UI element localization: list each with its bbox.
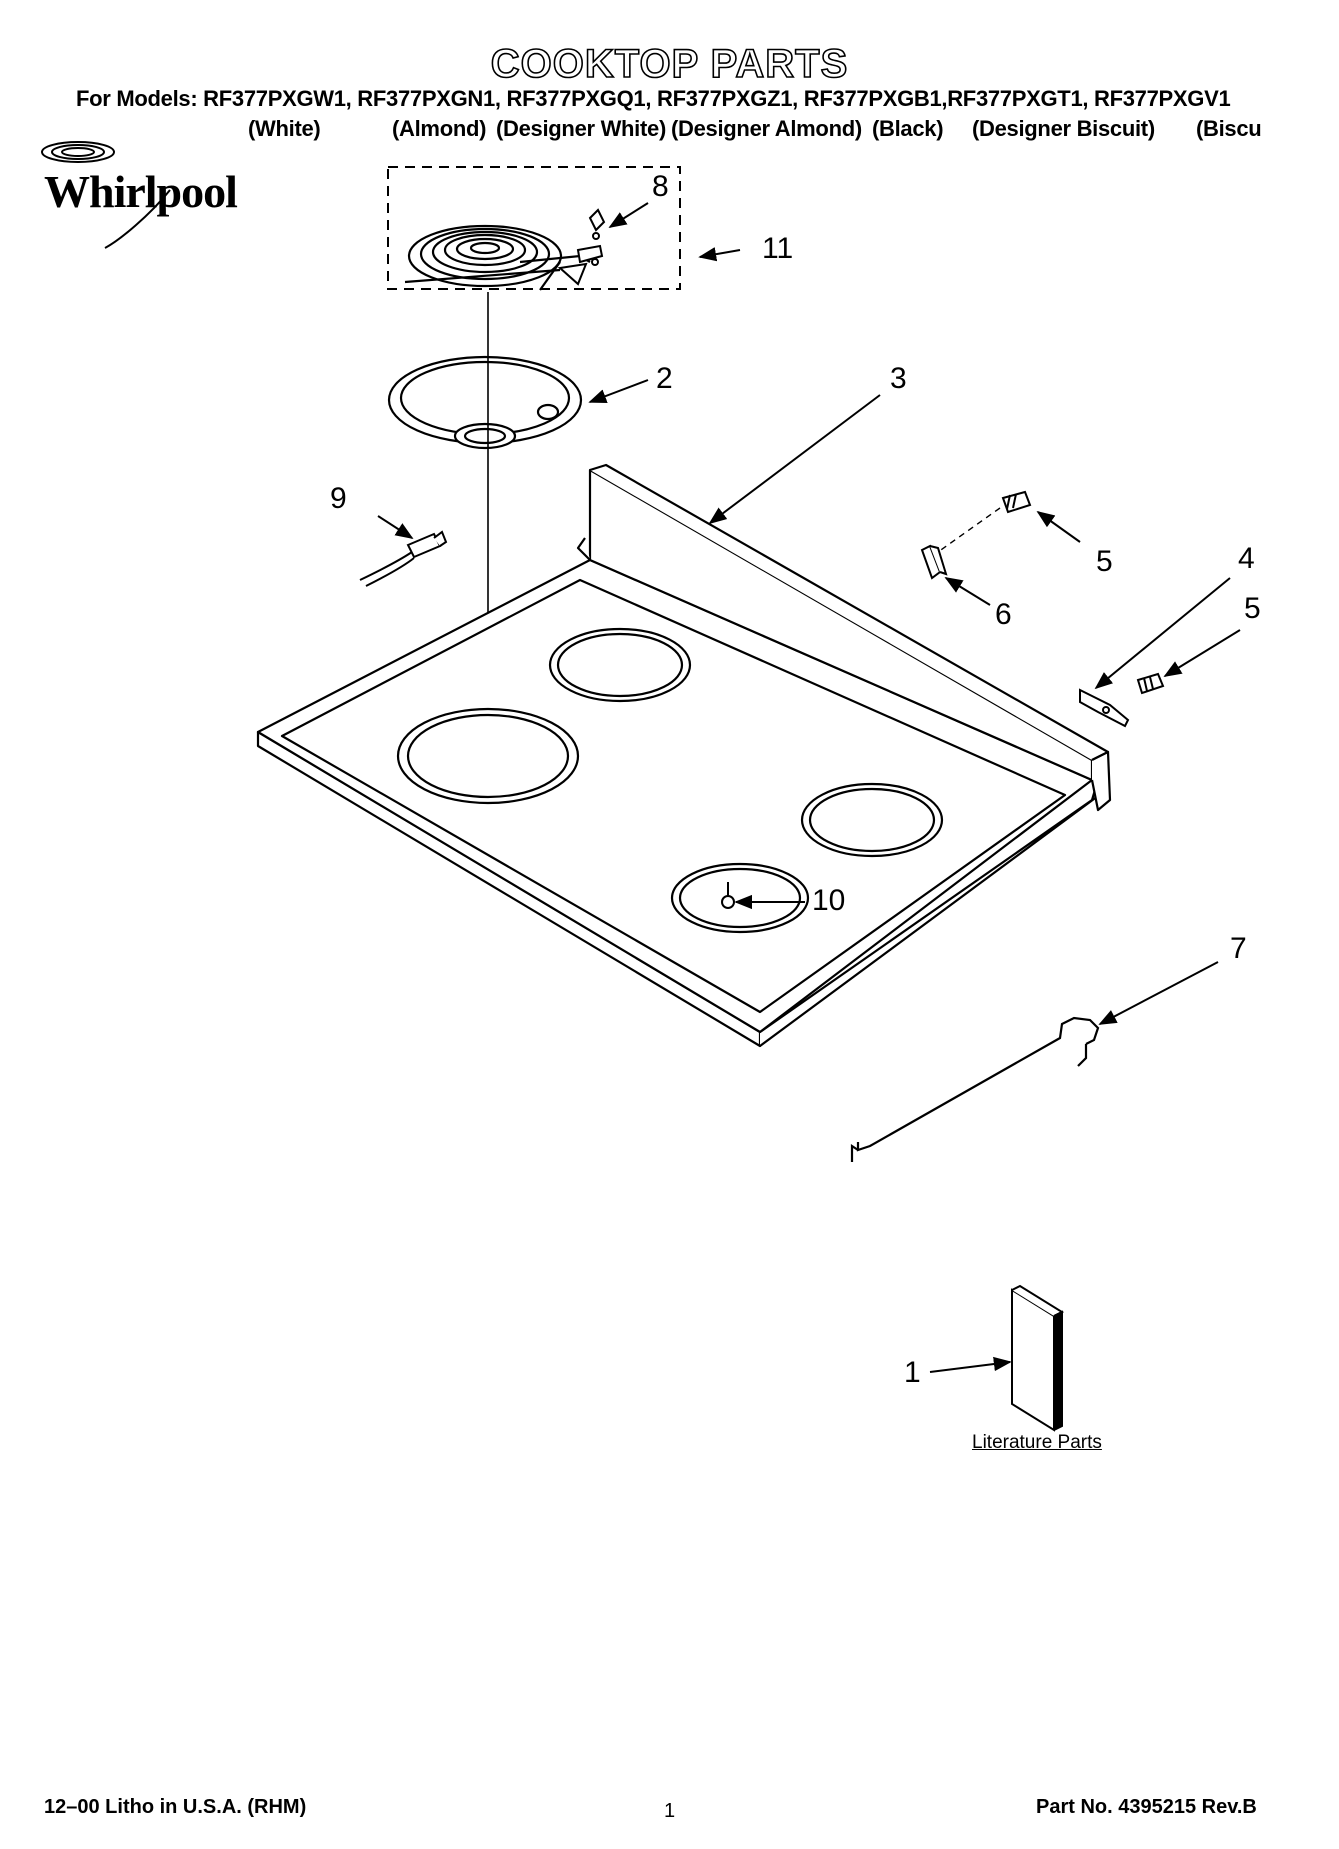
rod-part-7 xyxy=(850,1016,1100,1162)
color-white: (White) xyxy=(248,116,321,141)
callout-10: 10 xyxy=(812,884,846,917)
callout-4: 4 xyxy=(1238,542,1255,575)
screw-part-5-lower xyxy=(1136,672,1165,695)
color-biscuit: (Biscu xyxy=(1196,116,1262,141)
color-almond: (Almond) xyxy=(392,116,487,141)
surface-element xyxy=(404,224,591,291)
page-title: COOKTOP PARTS xyxy=(490,41,849,87)
brand-logo: Whirlpool xyxy=(44,166,238,217)
callout-9: 9 xyxy=(330,482,347,515)
whirlpool-swirl-icon xyxy=(41,141,171,249)
drip-bowl xyxy=(387,355,583,450)
callout-6: 6 xyxy=(995,598,1012,631)
element-assembly-box xyxy=(387,166,681,290)
color-designer-white: (Designer White) xyxy=(496,116,666,141)
callout-3: 3 xyxy=(890,362,907,395)
cooktop xyxy=(256,463,1112,1048)
footer-part-number: Part No. 4395215 Rev.B xyxy=(1036,1796,1257,1818)
bracket-part-4 xyxy=(1079,688,1130,728)
clip-part-6 xyxy=(920,544,948,580)
leader-arrows xyxy=(377,202,1241,1373)
color-designer-almond: (Designer Almond) xyxy=(671,116,862,141)
literature-booklet-icon xyxy=(1011,1284,1065,1432)
callout-5-upper: 5 xyxy=(1096,545,1113,578)
footer-page-number: 1 xyxy=(664,1800,676,1822)
callout-8: 8 xyxy=(652,170,669,203)
literature-parts-label: Literature Parts xyxy=(972,1432,1102,1453)
models-line: For Models: RF377PXGW1, RF377PXGN1, RF37… xyxy=(76,86,1231,111)
callout-11: 11 xyxy=(762,232,794,265)
screw-part-10 xyxy=(721,882,735,909)
color-black: (Black) xyxy=(872,116,944,141)
wire-connector-part-9 xyxy=(359,530,448,587)
burner-openings xyxy=(396,627,944,934)
terminal-block xyxy=(557,208,606,286)
callout-5-lower: 5 xyxy=(1244,592,1261,625)
callout-7: 7 xyxy=(1230,932,1247,965)
screw-part-5-upper xyxy=(1001,490,1032,514)
callout-1: 1 xyxy=(904,1356,921,1389)
callout-2: 2 xyxy=(656,362,673,395)
footer-litho: 12–00 Litho in U.S.A. (RHM) xyxy=(44,1796,307,1818)
color-designer-biscuit: (Designer Biscuit) xyxy=(972,116,1155,141)
